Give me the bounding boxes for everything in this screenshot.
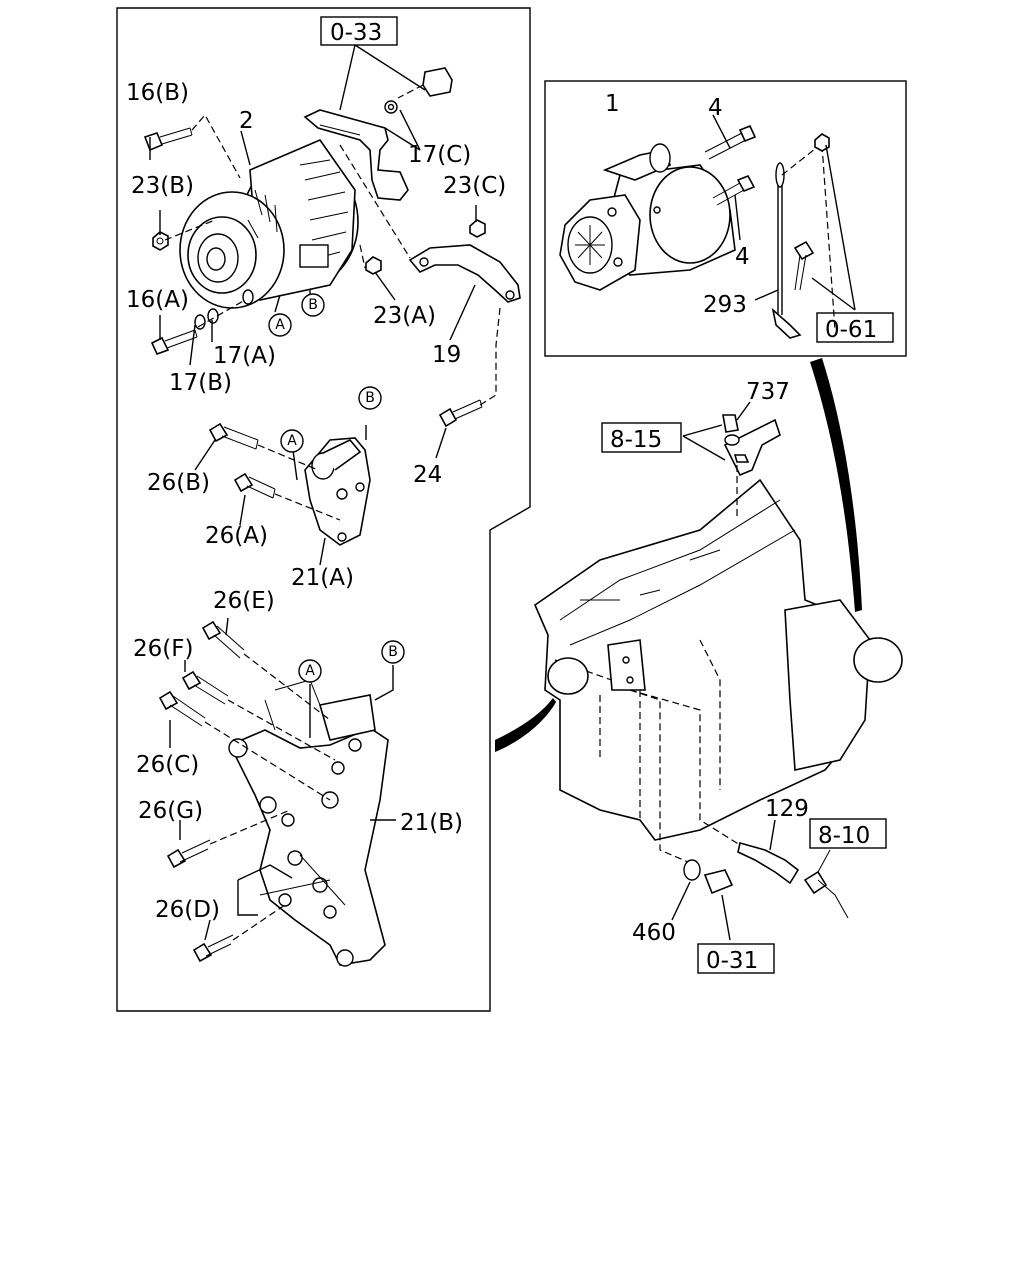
part-label-21a: 21(A) <box>291 565 354 591</box>
part-label-26e: 26(E) <box>213 588 275 614</box>
left-panel-frame <box>116 7 531 1012</box>
part-label-24: 24 <box>413 462 442 488</box>
part-label-17c: 17(C) <box>408 142 471 168</box>
part-label-23b: 23(B) <box>131 173 194 199</box>
arrow-to-starter <box>810 358 862 612</box>
starter-motor-drawing <box>559 143 736 291</box>
part-label-17a: 17(A) <box>213 343 276 369</box>
part-label-737: 737 <box>746 379 790 405</box>
part-label-26b: 26(B) <box>147 470 210 496</box>
reference-box-0-61[interactable]: 0-61 <box>816 312 894 343</box>
part-label-2: 2 <box>239 108 254 134</box>
part-label-23a: 23(A) <box>373 303 436 329</box>
circle-markers: A B A B A B <box>268 293 405 683</box>
part-label-19: 19 <box>432 342 461 368</box>
part-label-26f: 26(F) <box>133 636 193 662</box>
part-label-26c: 26(C) <box>136 752 199 778</box>
part-label-16a: 16(A) <box>126 287 189 313</box>
svg-text:0-61: 0-61 <box>825 317 877 343</box>
starter-fasteners <box>704 114 856 339</box>
starter-panel-frame <box>544 80 907 357</box>
arrow-to-bracket <box>495 698 556 752</box>
reference-box-0-33[interactable]: 0-33 <box>320 16 398 46</box>
svg-text:8-10: 8-10 <box>818 823 870 849</box>
circle-marker-b1: B <box>308 297 318 313</box>
leader-lines-upper <box>149 44 501 459</box>
part-label-4-bottom: 4 <box>735 244 750 270</box>
part-label-17b: 17(B) <box>169 370 232 396</box>
part-label-460: 460 <box>632 920 676 946</box>
part-labels: 16(B) 2 23(B) 16(A) 17(A) 17(B) 17(C) 23… <box>126 80 809 946</box>
part-label-26a: 26(A) <box>205 523 268 549</box>
part-label-26g: 26(G) <box>138 798 203 824</box>
upper-bracket-drawing <box>303 67 453 201</box>
bracket-21a-drawing <box>194 422 371 566</box>
reference-box-8-15[interactable]: 8-15 <box>601 422 682 453</box>
part-label-1: 1 <box>605 91 620 117</box>
fasteners-upper <box>143 127 486 428</box>
svg-text:0-31: 0-31 <box>706 948 758 974</box>
adjusting-arm-drawing <box>408 244 521 303</box>
svg-text:0-33: 0-33 <box>330 20 382 46</box>
part-label-4-top: 4 <box>708 95 723 121</box>
engine-block-drawing <box>495 358 903 941</box>
circle-marker-a1: A <box>275 317 285 333</box>
part-label-26d: 26(D) <box>155 897 220 923</box>
svg-text:8-15: 8-15 <box>610 427 662 453</box>
circle-marker-a3: A <box>305 663 315 679</box>
reference-box-0-31[interactable]: 0-31 <box>697 943 775 974</box>
bracket-21b-drawing <box>158 617 396 967</box>
circle-marker-b2: B <box>365 390 375 406</box>
circle-marker-b3: B <box>388 644 398 660</box>
circle-marker-a2: A <box>287 433 297 449</box>
part-label-16b: 16(B) <box>126 80 189 106</box>
part-label-129: 129 <box>765 796 809 822</box>
alternator-drawing <box>179 139 359 309</box>
part-label-23c: 23(C) <box>443 173 506 199</box>
reference-box-8-10[interactable]: 8-10 <box>809 818 887 849</box>
part-label-293: 293 <box>703 292 747 318</box>
part-label-21b: 21(B) <box>400 810 463 836</box>
